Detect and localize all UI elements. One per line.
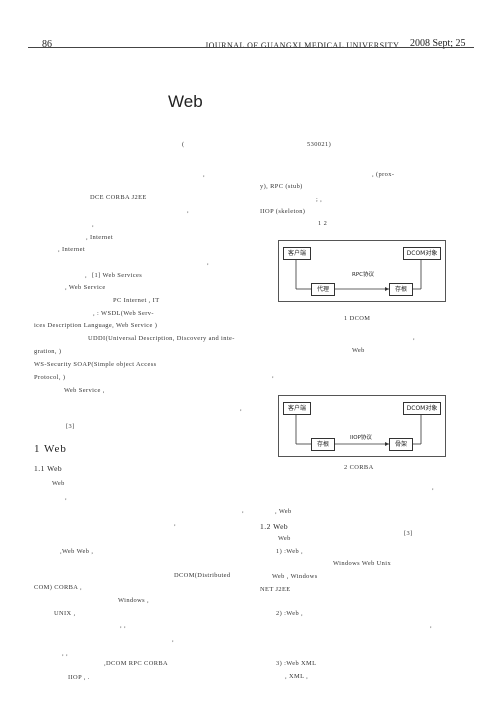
postcode: 530021) xyxy=(307,141,332,148)
affiliation: ( xyxy=(182,141,185,148)
right-line-3: ; , xyxy=(316,196,323,203)
stub-box-2: 存根 xyxy=(311,438,335,451)
right2-line-6: 1) :Web , xyxy=(276,548,304,555)
left2-line-12: , , xyxy=(62,650,68,657)
proxy-box: 代理 xyxy=(311,283,335,296)
left-line-11: PC Internet , IT xyxy=(113,297,160,304)
right2-line-9: NET J2EE xyxy=(260,586,291,593)
left2-line-3: , xyxy=(242,507,244,514)
left-line-10: , Web Service xyxy=(65,284,106,291)
left-line-19: , xyxy=(240,405,242,412)
right2-line-12: 3) :Web XML xyxy=(276,660,317,667)
left-line-3: , xyxy=(187,207,189,214)
left2-line-2: , xyxy=(65,494,67,501)
left2-line-9: UNIX , xyxy=(54,610,76,617)
iiop-protocol-label: IIOP协议 xyxy=(349,433,373,441)
left-line-2: DCE CORBA J2EE xyxy=(90,194,147,201)
dcom-object-box: DCOM对象 xyxy=(403,247,441,260)
right-line-5: 1 2 xyxy=(318,220,328,227)
right2-line-8: Web , Windows xyxy=(272,573,318,580)
right-mid-1: , xyxy=(413,334,415,341)
left-line-5: , Internet xyxy=(86,234,114,241)
section-1-2-heading: 1.2 Web xyxy=(260,522,289,531)
right-line-2: y), RPC (stub) xyxy=(260,183,303,190)
left-line-12: , : WSDL(Web Serv- xyxy=(93,310,154,317)
right2-line-7: Windows Web Unix xyxy=(333,560,392,567)
left-line-17: Protocol, ) xyxy=(34,374,66,381)
right-line-4: IIOP (skeleton) xyxy=(260,208,306,215)
left-line-14: UDDI(Universal Description, Discovery an… xyxy=(88,335,235,342)
left-line-6: , Internet xyxy=(58,246,86,253)
left-line-8: , xyxy=(85,272,87,279)
left2-line-13: ,DCOM RPC CORBA xyxy=(104,660,169,667)
figure-1-connectors xyxy=(295,259,422,291)
stub-box: 存根 xyxy=(389,283,413,296)
figure-1-caption: 1 DCOM xyxy=(344,315,371,322)
figure-1-frame: 客户端 DCOM对象 代理 存根 RPC协议 xyxy=(278,240,446,302)
left2-line-7: COM) CORBA , xyxy=(34,584,82,591)
left2-line-10: , , xyxy=(120,622,126,629)
section-1-1-heading: 1.1 Web xyxy=(34,464,63,473)
left-line-16: WS-Security SOAP(Simple object Access xyxy=(34,361,157,368)
left2-line-11: , xyxy=(172,636,174,643)
section-1-heading: 1 Web xyxy=(34,443,67,455)
left2-line-4: , xyxy=(174,520,176,527)
skeleton-box: 骨架 xyxy=(389,438,413,451)
client-box-2: 客户端 xyxy=(283,402,311,415)
issue-date: 2008 Sept; 25 xyxy=(410,38,466,49)
right-mid-2: Web xyxy=(352,347,365,354)
article-title: Web xyxy=(168,92,203,111)
figure-2-connectors xyxy=(295,414,422,446)
left-line-1: , xyxy=(203,171,205,178)
client-box: 客户端 xyxy=(283,247,311,260)
rpc-protocol-label: RPC协议 xyxy=(351,270,375,278)
figure-2-frame: 客户端 DCOM对象 存根 骨架 IIOP协议 xyxy=(278,395,446,457)
left-line-20: [3] xyxy=(66,423,75,430)
right-mid-3: , xyxy=(272,372,274,379)
left-line-18: Web Service , xyxy=(64,387,105,394)
right2-line-4: Web xyxy=(278,535,291,542)
left2-line-5: ,Web Web , xyxy=(60,548,94,555)
right2-line-2: , Web xyxy=(275,508,292,515)
journal-name: JOURNAL OF GUANGXI MEDICAL UNIVERSITY xyxy=(205,41,400,50)
right2-line-5: [3] xyxy=(404,530,413,537)
figure-2-caption: 2 CORBA xyxy=(344,464,374,471)
dcom-object-box-2: DCOM对象 xyxy=(403,402,441,415)
left-line-15: gration, ) xyxy=(34,348,62,355)
right2-line-10: 2) :Web , xyxy=(276,610,304,617)
header-rule xyxy=(28,47,474,48)
left2-line-14: IIOP , . xyxy=(68,674,90,681)
left-line-9: [1] Web Services xyxy=(92,272,143,279)
right2-line-11: , xyxy=(430,622,432,629)
right2-line-13: , XML , xyxy=(285,673,309,680)
left2-line-8: Windows , xyxy=(118,597,150,604)
left-line-13: ices Description Language, Web Service ) xyxy=(34,322,158,329)
right2-line-1: , xyxy=(432,484,434,491)
page-number: 86 xyxy=(42,39,52,50)
right-line-1: , (prox- xyxy=(372,171,395,178)
left-line-7: , xyxy=(207,259,209,266)
left2-line-1: Web xyxy=(52,480,65,487)
left-line-4: , xyxy=(92,221,94,228)
left2-line-6: DCOM(Distributed xyxy=(174,572,231,579)
